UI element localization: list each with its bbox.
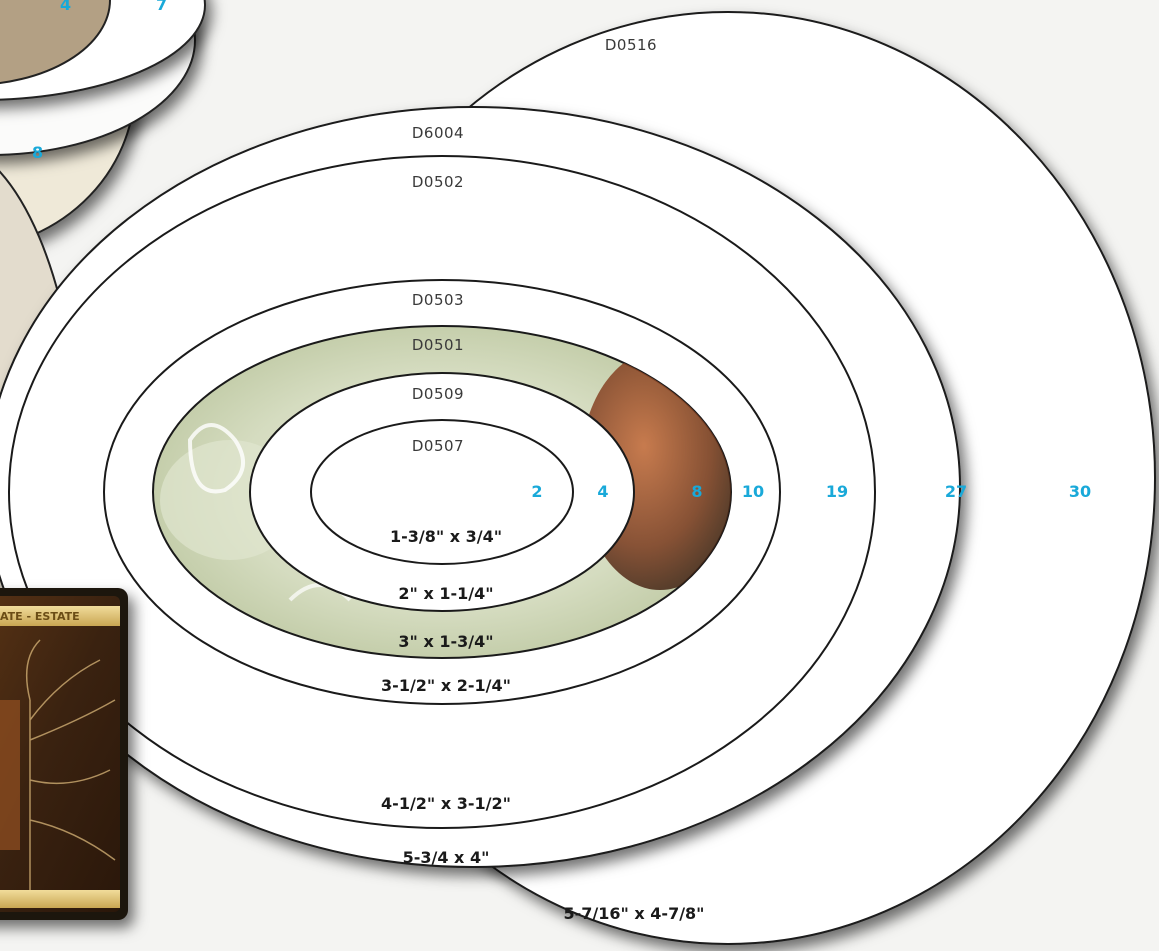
oval-count-d6004: 27 xyxy=(945,482,967,501)
oval-count-d0516: 30 xyxy=(1069,482,1091,501)
stack-number-7: 7 xyxy=(156,0,167,14)
oval-code-d0507: D0507 xyxy=(412,437,464,455)
card-footer xyxy=(0,890,120,908)
oval-count-d0501: 8 xyxy=(691,482,702,501)
oval-code-d0509: D0509 xyxy=(412,385,464,403)
oval-code-d0503: D0503 xyxy=(412,291,464,309)
oval-count-d0507: 2 xyxy=(531,482,542,501)
oval-size-d0509: 2" x 1-1/4" xyxy=(398,584,493,603)
oval-size-d0507: 1-3/8" x 3/4" xyxy=(390,527,502,546)
oval-size-d0502: 4-1/2" x 3-1/2" xyxy=(381,794,511,813)
oval-code-d0501: D0501 xyxy=(412,336,464,354)
tree-illustration xyxy=(25,639,116,900)
card-banner xyxy=(0,606,120,626)
oval-code-d0502: D0502 xyxy=(412,173,464,191)
card-banner-text: ATE - ESTATE xyxy=(0,610,80,623)
oval-size-d0503: 3-1/2" x 2-1/4" xyxy=(381,676,511,695)
oval-size-d0501: 3" x 1-3/4" xyxy=(398,632,493,651)
stack-number-4: 4 xyxy=(60,0,71,14)
oval-size-d0516: 5-7/16" x 4-7/8" xyxy=(563,904,704,923)
oval-d0507 xyxy=(310,419,574,565)
oval-count-d0509: 4 xyxy=(597,482,608,501)
oval-size-d6004: 5-3/4 x 4" xyxy=(403,848,490,867)
oval-count-d0502: 19 xyxy=(826,482,848,501)
oval-code-d0516: D0516 xyxy=(605,36,657,54)
oval-template-set: D0516 D6004 D0502 D0503 D0501 D0509 D050… xyxy=(0,11,1156,945)
oval-count-d0503: 10 xyxy=(742,482,764,501)
stack-photo-oval xyxy=(0,0,111,85)
stack-number-8: 8 xyxy=(32,143,43,162)
estate-card: ATE - ESTATE xyxy=(0,588,128,920)
oval-code-d6004: D6004 xyxy=(412,124,464,142)
top-left-oval-stack: 4 7 8 xyxy=(0,0,206,247)
